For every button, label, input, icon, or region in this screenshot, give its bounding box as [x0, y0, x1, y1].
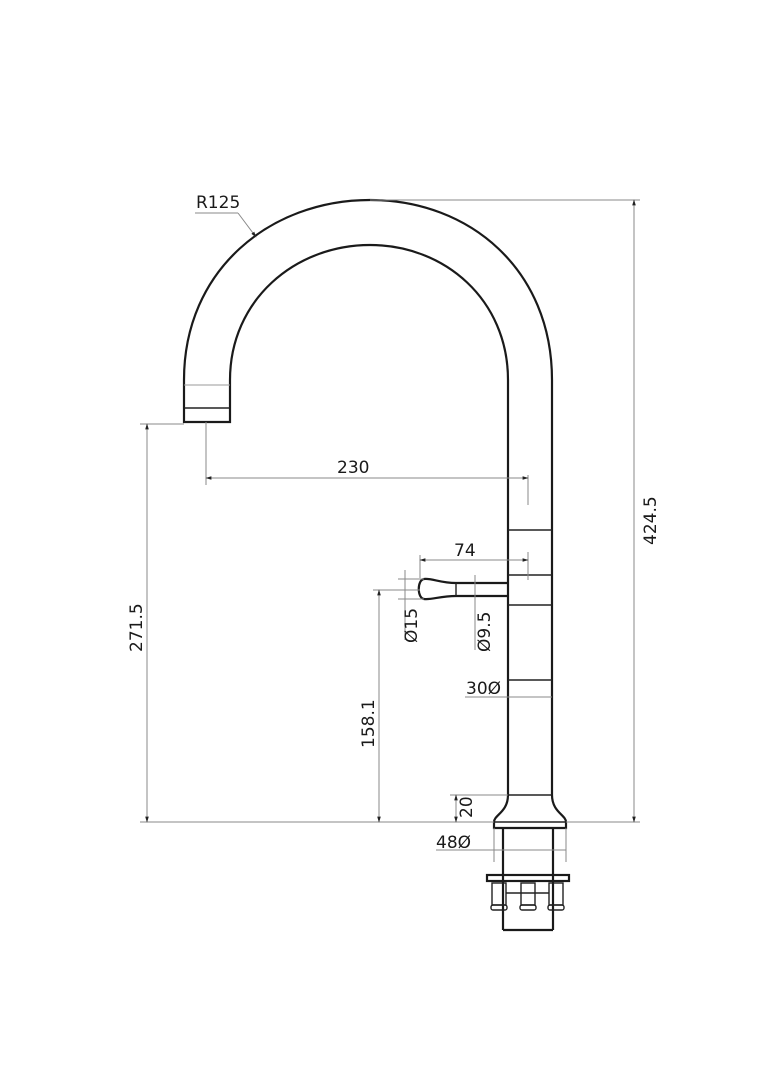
- label-158-1: 158.1: [359, 699, 379, 748]
- label-230: 230: [337, 458, 369, 478]
- handle-lever: [417, 577, 508, 601]
- label-74: 74: [454, 541, 476, 561]
- spout: [182, 198, 554, 530]
- label-30: 30Ø: [466, 679, 501, 699]
- label-271-5: 271.5: [127, 603, 147, 652]
- dimensions: [140, 199, 640, 862]
- mounting-shank: [485, 828, 571, 932]
- flared-base: [492, 794, 568, 830]
- body-column: [506, 529, 554, 796]
- label-d15: Ø15: [402, 608, 422, 643]
- label-424-5: 424.5: [641, 496, 661, 545]
- label-r125: R125: [196, 193, 240, 213]
- label-d9-5: Ø9.5: [475, 612, 495, 652]
- label-48: 48Ø: [436, 833, 471, 853]
- label-20: 20: [457, 796, 477, 818]
